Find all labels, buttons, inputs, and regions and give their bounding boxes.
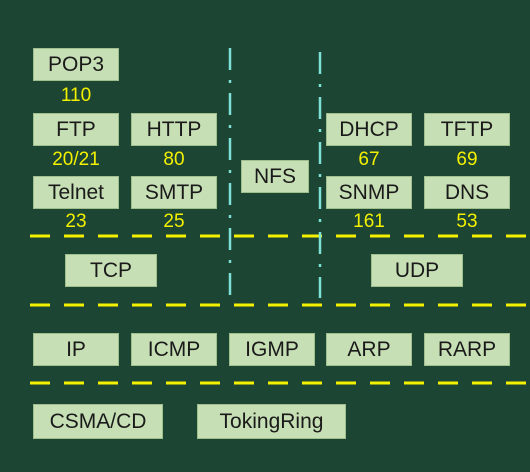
protocol-box-udp: UDP	[371, 254, 463, 287]
protocol-box-nfs: NFS	[241, 160, 309, 193]
port-number-smtp: 25	[163, 211, 185, 232]
port-number-http: 80	[163, 149, 185, 170]
protocol-box-tftp: TFTP	[424, 113, 510, 146]
port-number-ftp: 20/21	[52, 149, 100, 170]
protocol-box-arp: ARP	[326, 333, 412, 366]
protocol-box-tokingring: TokingRing	[197, 404, 346, 439]
protocol-box-telnet: Telnet	[33, 176, 119, 209]
protocol-box-dns: DNS	[424, 176, 510, 209]
protocol-box-http: HTTP	[131, 113, 217, 146]
protocol-box-ftp: FTP	[33, 113, 119, 146]
port-number-telnet: 23	[65, 211, 87, 232]
protocol-box-pop3: POP3	[33, 48, 119, 81]
port-number-tftp: 69	[456, 149, 478, 170]
protocol-box-smtp: SMTP	[131, 176, 217, 209]
port-number-snmp: 161	[353, 211, 385, 232]
port-number-dns: 53	[456, 211, 478, 232]
protocol-box-tcp: TCP	[65, 254, 157, 287]
protocol-box-snmp: SNMP	[326, 176, 412, 209]
protocol-box-icmp: ICMP	[131, 333, 217, 366]
protocol-box-rarp: RARP	[424, 333, 510, 366]
protocol-box-dhcp: DHCP	[326, 113, 412, 146]
protocol-box-csma-cd: CSMA/CD	[33, 404, 163, 439]
port-number-dhcp: 67	[358, 149, 380, 170]
protocol-box-igmp: IGMP	[229, 333, 315, 366]
protocol-box-ip: IP	[33, 333, 119, 366]
port-number-pop3: 110	[60, 85, 92, 106]
